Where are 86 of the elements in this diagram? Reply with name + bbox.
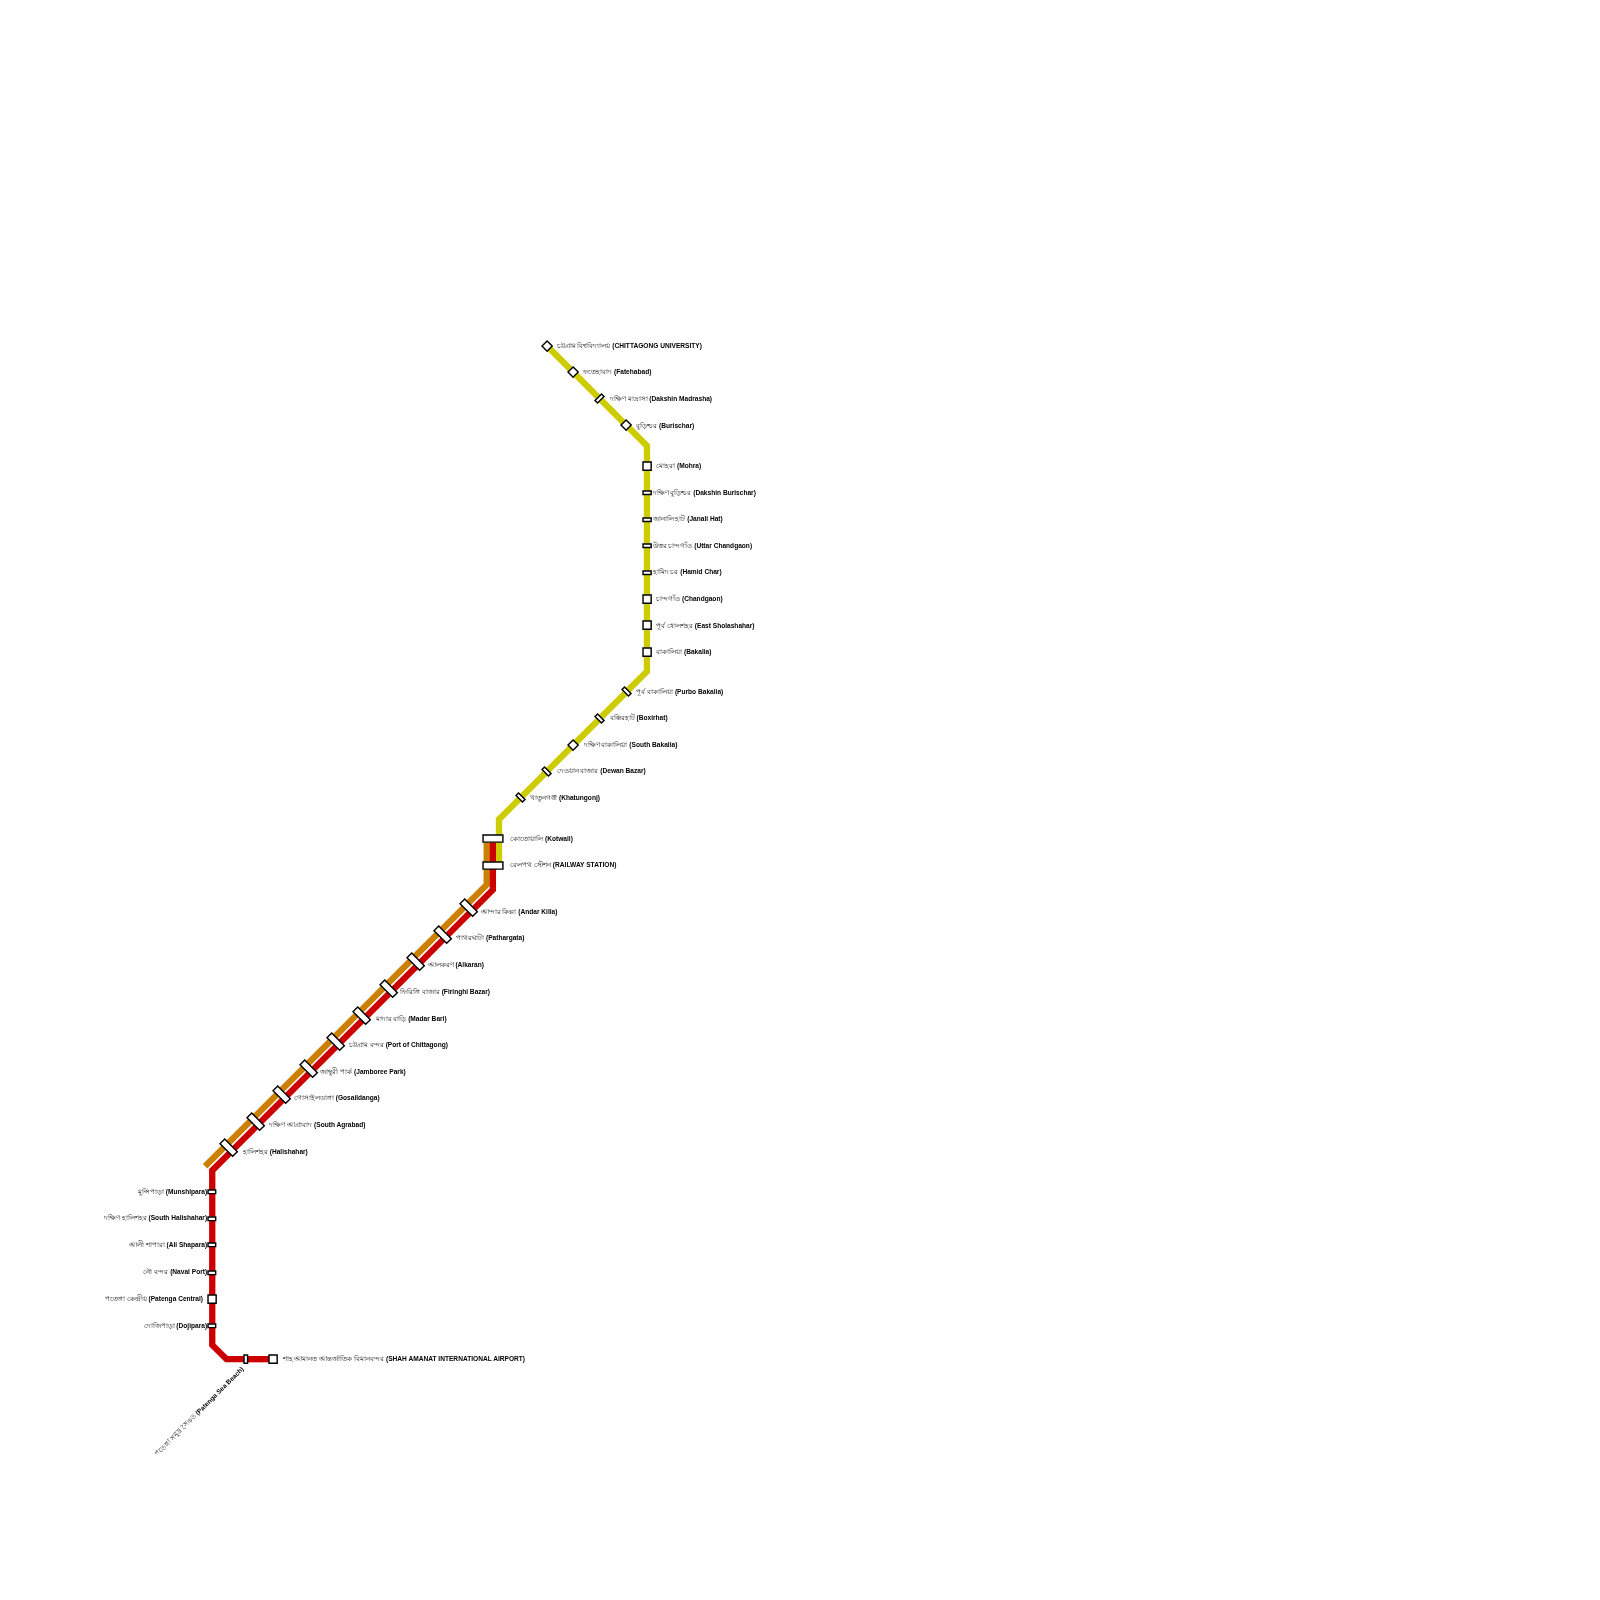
station-marker — [406, 951, 426, 971]
metro-line — [643, 603, 651, 622]
metro-line — [418, 937, 445, 964]
station-marker — [621, 686, 633, 698]
station-marker — [482, 860, 505, 870]
metro-line — [643, 494, 651, 518]
station-marker — [641, 516, 652, 523]
station-marker — [207, 1242, 218, 1248]
metro-line — [209, 1246, 216, 1271]
station-marker — [459, 898, 479, 918]
station-marker — [219, 1138, 239, 1158]
metro-line — [643, 574, 651, 595]
station-marker — [567, 366, 580, 379]
metro-line — [209, 1193, 216, 1217]
metro-line — [626, 425, 651, 463]
metro-line — [209, 1220, 216, 1244]
station-marker — [641, 569, 652, 576]
metro-line — [209, 1303, 216, 1324]
metro-line — [547, 346, 574, 373]
station-marker — [299, 1058, 319, 1079]
station-marker — [594, 712, 606, 724]
station-marker — [378, 979, 398, 999]
station-marker — [641, 646, 652, 658]
metro-line — [359, 986, 386, 1013]
station-marker — [482, 834, 505, 844]
station-marker — [325, 1032, 345, 1052]
metro-line — [483, 842, 490, 862]
metro-line — [413, 932, 440, 959]
metro-line — [285, 1071, 312, 1098]
metro-line — [226, 1118, 253, 1145]
station-marker — [620, 419, 633, 432]
station-marker — [541, 765, 553, 777]
metro-line — [252, 1092, 280, 1119]
station-marker — [272, 1085, 292, 1105]
station-marker — [245, 1111, 266, 1132]
station-marker — [268, 1354, 279, 1365]
station-marker — [207, 1322, 218, 1329]
metro-line — [573, 717, 601, 745]
metro-line — [311, 1044, 338, 1072]
metro-line — [391, 964, 419, 992]
metro-line — [519, 770, 548, 799]
metro-line — [495, 842, 503, 862]
metro-line — [439, 905, 466, 932]
metro-line — [338, 1018, 365, 1045]
metro-line — [466, 869, 490, 906]
station-marker — [567, 738, 580, 751]
metro-line — [643, 629, 651, 648]
station-marker — [641, 543, 652, 549]
metro-line — [546, 745, 574, 773]
metro-line — [643, 470, 651, 491]
station-marker — [514, 792, 526, 804]
station-marker — [641, 490, 652, 496]
metro-line — [258, 1097, 285, 1125]
metro-line — [202, 1145, 227, 1169]
metro-line — [247, 1356, 270, 1363]
metro-line — [209, 1274, 216, 1295]
metro-line — [385, 958, 413, 986]
metro-line — [279, 1065, 306, 1092]
metro-line — [209, 1150, 232, 1190]
station-marker — [207, 1215, 218, 1222]
station-marker — [641, 461, 652, 472]
metro-line — [489, 842, 497, 862]
metro-line — [445, 911, 472, 938]
metro-line — [232, 1124, 259, 1151]
station-marker — [432, 925, 452, 945]
station-marker — [207, 1269, 218, 1276]
station-marker — [641, 620, 652, 631]
metro-line — [495, 797, 522, 836]
station-marker — [641, 593, 652, 605]
metro-line — [471, 869, 497, 911]
station-marker — [352, 1005, 372, 1025]
metro-line — [599, 398, 627, 426]
station-marker — [594, 393, 606, 405]
station-marker — [243, 1354, 249, 1365]
metro-line — [364, 991, 391, 1018]
station-marker — [207, 1189, 218, 1195]
metro-line — [599, 690, 628, 720]
metro-line — [306, 1039, 333, 1066]
metro-line — [332, 1012, 359, 1039]
metro-line — [573, 372, 601, 400]
metro-line — [209, 1327, 245, 1363]
metro-line — [643, 547, 651, 571]
metro-line — [625, 656, 651, 693]
metro-line — [643, 521, 651, 545]
station-marker — [207, 1293, 218, 1305]
station-marker — [540, 339, 554, 353]
